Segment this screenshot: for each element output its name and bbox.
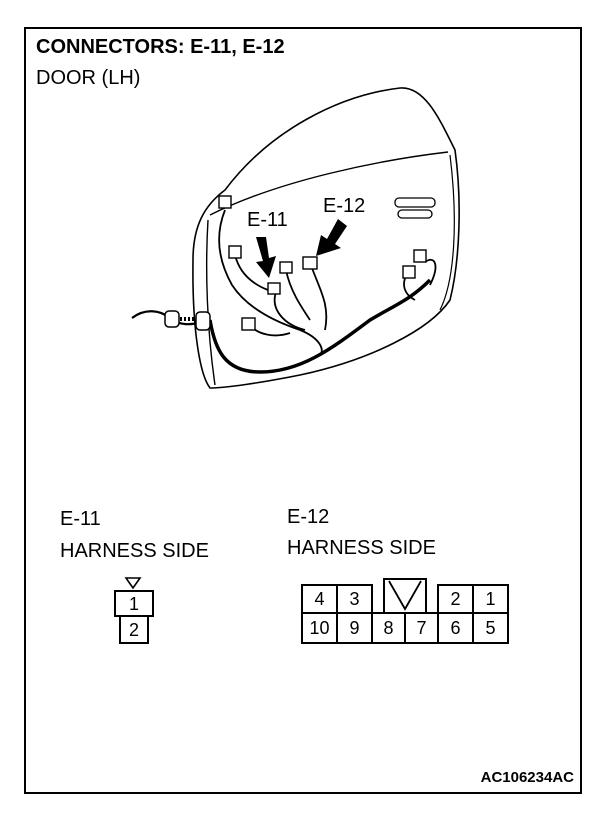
connector-e12-block [302, 256, 318, 270]
connector-e11-block [267, 282, 281, 295]
e12-pin-5: 5 [485, 618, 496, 638]
e12-pin-7: 7 [416, 618, 427, 638]
e11-pin-2: 2 [128, 620, 139, 640]
connector-block [279, 261, 293, 274]
connector-block [402, 265, 416, 279]
door-edge [439, 154, 455, 311]
e12-pin-1: 1 [485, 589, 496, 609]
e12-name: E-12 [287, 506, 330, 528]
harness-branch-mid [285, 269, 311, 321]
e12-callout-label: E-12 [323, 195, 366, 217]
harness-branch-up [218, 209, 323, 356]
e11-pin-cell [114, 590, 154, 617]
e12-pin-2: 2 [450, 589, 461, 609]
e12-outline [301, 584, 509, 644]
grommet-outer [195, 311, 211, 331]
harness-branch-right [424, 258, 437, 286]
door-handle-lower [397, 209, 433, 219]
e11-side-label: HARNESS SIDE [60, 540, 209, 562]
harness-branch-e12 [311, 267, 328, 331]
harness-branch-left [234, 254, 269, 291]
figure-id: AC106234AC [480, 769, 574, 786]
connector-block [218, 195, 232, 209]
connector-block [413, 249, 427, 263]
e11-name: E-11 [60, 508, 101, 530]
main-harness [208, 278, 432, 374]
e12-side-label: HARNESS SIDE [287, 537, 436, 559]
e11-pin-1: 1 [128, 594, 139, 614]
e12-pin-10: 10 [309, 618, 330, 638]
grommet [164, 310, 180, 328]
figure-title: CONNECTORS: E-11, E-12 [36, 36, 285, 58]
e11-callout-label: E-11 [247, 209, 288, 231]
e11-lock-icon [124, 577, 142, 590]
figure-subtitle: DOOR (LH) [36, 67, 141, 89]
e12-pin-8: 8 [383, 618, 394, 638]
e12-lock-icon [388, 580, 422, 611]
e11-pin-cell [119, 615, 149, 644]
e12-pin-6: 6 [450, 618, 461, 638]
door-outer-outline [192, 87, 460, 389]
e12-pin-4: 4 [314, 589, 325, 609]
door-inner-panel [205, 219, 216, 386]
door-inner-outline [209, 151, 449, 216]
connector-block [228, 245, 242, 259]
e12-pin-3: 3 [349, 589, 360, 609]
door-handle [394, 197, 436, 208]
e12-pin-9: 9 [349, 618, 360, 638]
harness-branch-e11 [273, 291, 306, 331]
connector-block [241, 317, 256, 331]
e11-arrow-icon [256, 237, 276, 278]
e12-arrow-icon [316, 219, 347, 256]
figure-frame [24, 27, 582, 794]
